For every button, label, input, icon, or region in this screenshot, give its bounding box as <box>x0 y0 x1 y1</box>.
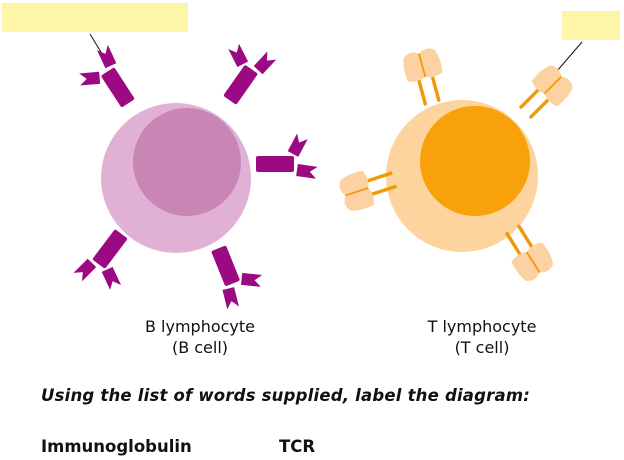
tcr-icon <box>505 224 554 281</box>
antibody-arm <box>73 258 97 282</box>
tcr-divider <box>543 76 562 95</box>
antibody-arm <box>101 266 122 291</box>
leader-line-right <box>556 41 583 72</box>
antibody-arm <box>241 272 263 287</box>
tcr-icon <box>339 170 397 211</box>
t-cell-label: T lymphocyte (T cell) <box>382 316 582 358</box>
t-cell <box>339 48 573 281</box>
answer-box-left[interactable] <box>2 3 188 32</box>
t-cell-nucleus <box>420 106 530 216</box>
antibody-arm <box>228 43 249 67</box>
tcr-stem <box>416 76 427 106</box>
instruction-text: Using the list of words supplied, label … <box>41 386 531 405</box>
word-tcr: TCR <box>279 437 316 456</box>
antibody-stem <box>223 65 258 105</box>
tcr-stem <box>529 96 552 119</box>
tcr-stem <box>368 184 397 197</box>
b-cell-label: B lymphocyte (B cell) <box>100 316 300 358</box>
antibody-arm <box>296 164 318 179</box>
b-cell <box>73 43 318 310</box>
antibody-arm <box>287 133 308 157</box>
antibody-arm <box>253 51 277 75</box>
antibody-stem <box>101 67 135 107</box>
t-cell-label-line2: (T cell) <box>454 338 510 357</box>
word-immunoglobulin: Immunoglobulin <box>41 437 192 456</box>
tcr-head <box>339 170 374 211</box>
antibody-stem <box>92 229 127 269</box>
tcr-divider <box>345 187 369 197</box>
tcr-stem <box>519 86 542 109</box>
immunoglobulin-icon <box>73 229 127 291</box>
t-cell-label-line1: T lymphocyte <box>427 317 537 336</box>
antibody-arm <box>79 71 101 86</box>
b-cell-label-line1: B lymphocyte <box>144 317 256 336</box>
antibody-stem <box>256 156 294 172</box>
antibody-arm <box>222 287 239 310</box>
tcr-divider <box>526 251 541 273</box>
tcr-stem <box>517 224 535 251</box>
antibody-arm <box>96 45 117 69</box>
immunoglobulin-icon <box>256 133 318 179</box>
immunoglobulin-icon <box>211 245 263 310</box>
tcr-divider <box>418 53 427 78</box>
tcr-stem <box>430 73 441 102</box>
b-cell-label-line2: (B cell) <box>171 338 229 357</box>
antibody-stem <box>211 245 240 286</box>
b-cell-nucleus <box>133 108 241 216</box>
answer-box-right[interactable] <box>562 11 620 40</box>
tcr-icon <box>403 48 443 106</box>
immunoglobulin-icon <box>223 43 277 105</box>
tcr-stem <box>505 231 523 258</box>
immunoglobulin-icon <box>79 45 135 107</box>
tcr-icon <box>519 65 573 119</box>
tcr-stem <box>364 171 393 184</box>
